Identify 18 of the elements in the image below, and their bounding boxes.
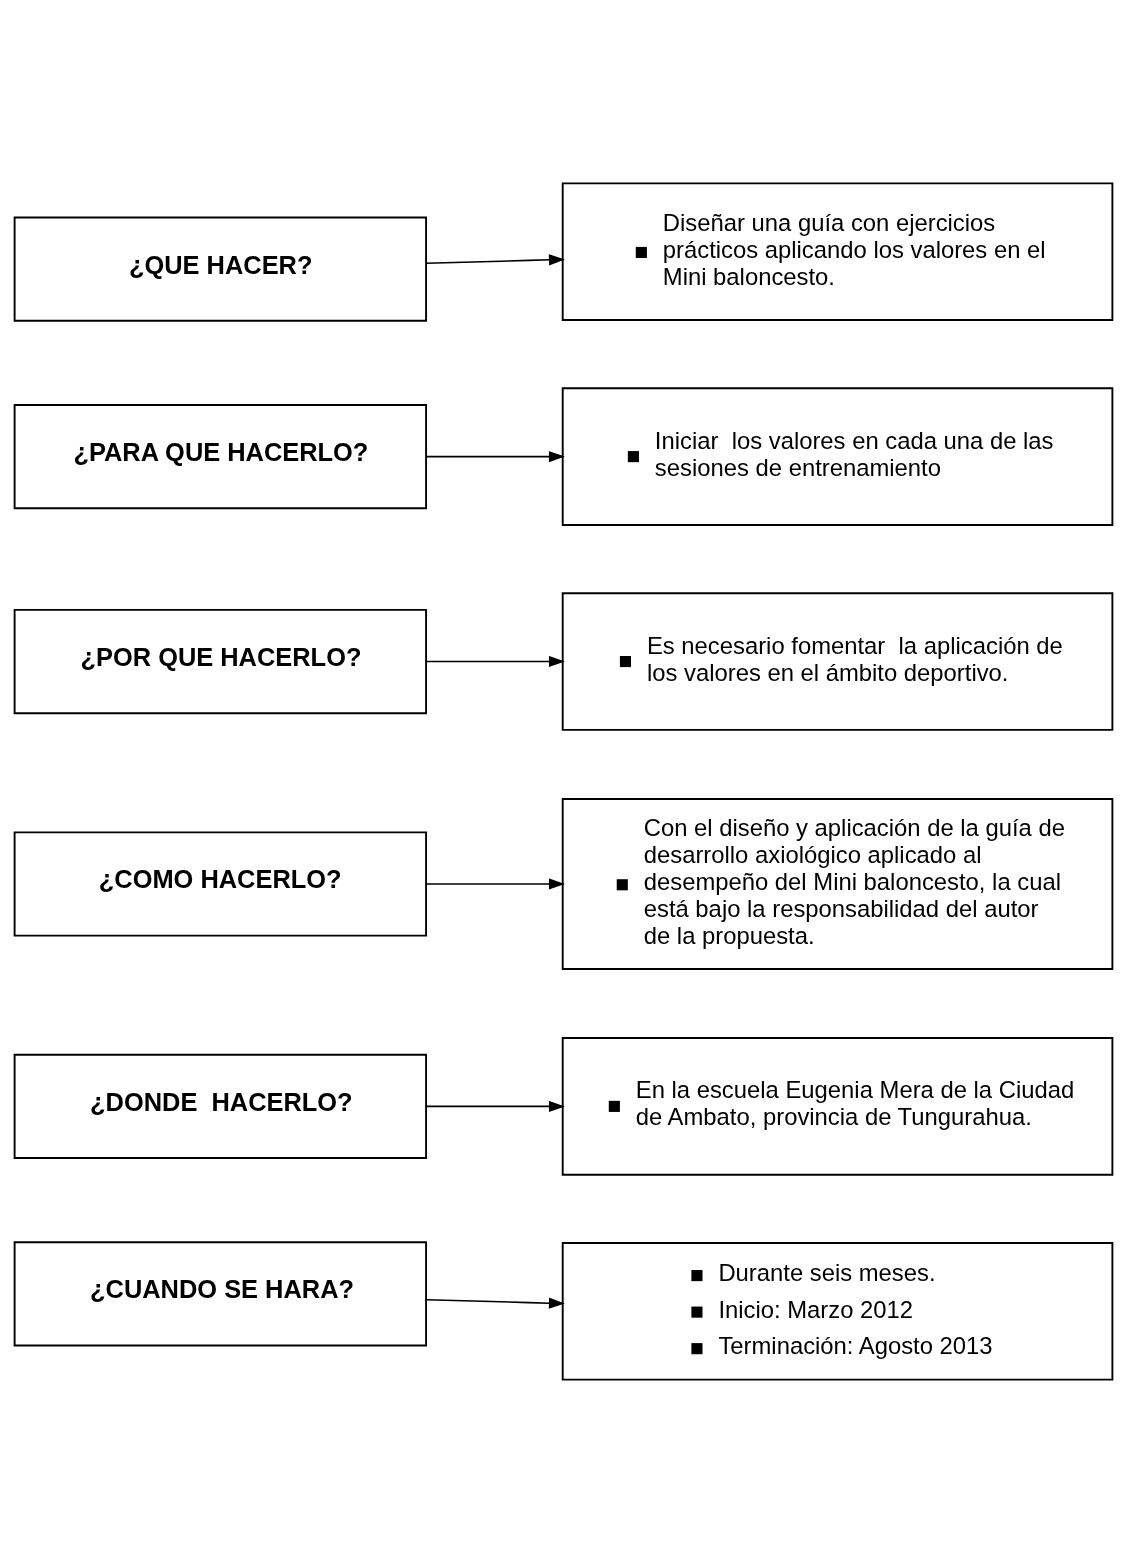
arrow xyxy=(425,1297,565,1309)
node-box: ¿QUE HACER? xyxy=(13,216,428,322)
arrow xyxy=(425,450,565,462)
node-box: ¿DONDE HACERLO? xyxy=(13,1053,428,1159)
node-box: Durante seis meses. Inicio: Marzo 2012 Terminación: Agosto 2013 xyxy=(561,1241,1114,1381)
node-box: Es necesario fomentar la aplicación de los valores en el ámbito deportivo. xyxy=(561,591,1114,731)
node-box: ¿CUANDO SE HARA? xyxy=(13,1240,428,1346)
arrow xyxy=(425,655,565,667)
arrow xyxy=(425,253,565,265)
arrow xyxy=(425,1100,565,1112)
node-box: En la escuela Eugenia Mera de la Ciudad de Ambato, provincia de Tungurahua. xyxy=(561,1036,1114,1176)
node-box: Iniciar los valores en cada una de las sesiones de entrenamiento xyxy=(561,386,1114,526)
node-box: Con el diseño y aplicación de la guía de desarrollo axiológico aplicado al desempeño del Mini baloncesto, la cual está bajo la responsabilidad del autor de la propuesta. xyxy=(561,797,1114,970)
node-box: Diseñar una guía con ejercicios prácticos aplicando los valores en el Mini baloncesto. xyxy=(561,181,1114,321)
node-box: ¿PARA QUE HACERLO? xyxy=(13,403,428,509)
node-box: ¿POR QUE HACERLO? xyxy=(13,608,428,714)
node-box: ¿COMO HACERLO? xyxy=(13,830,428,937)
arrow xyxy=(425,877,565,890)
